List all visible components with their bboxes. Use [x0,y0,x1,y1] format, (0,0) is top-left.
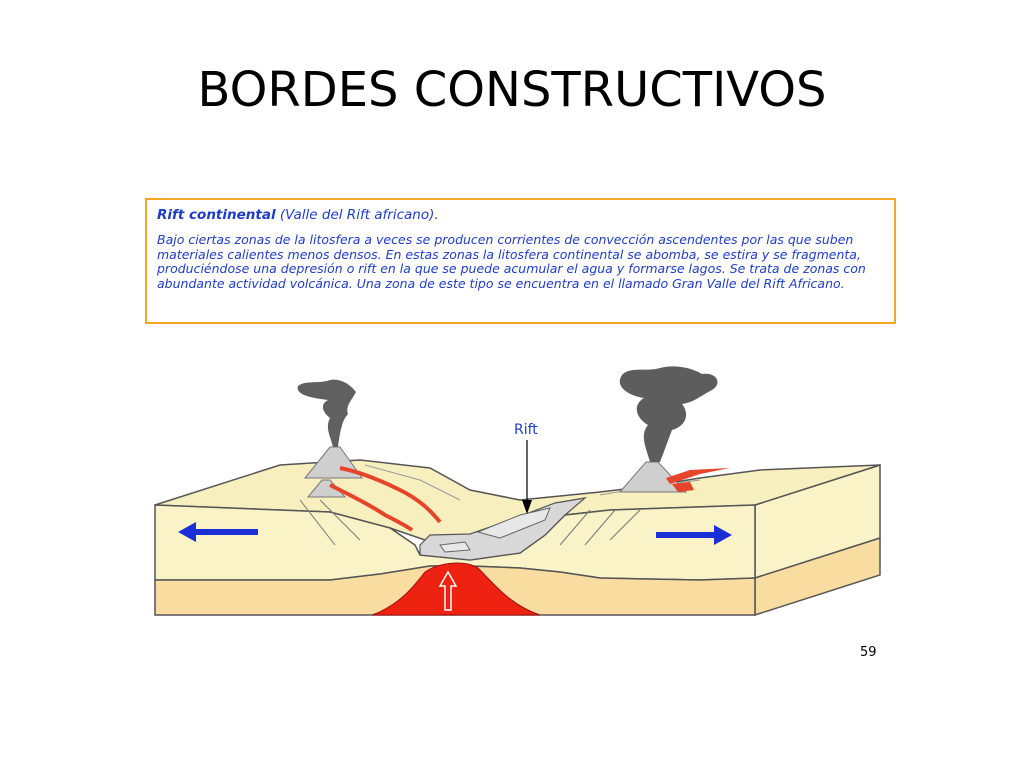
info-box: Rift continental (Valle del Rift african… [145,198,896,324]
fault-line-right-3 [609,509,641,541]
info-body: Bajo ciertas zonas de la litosfera a vec… [157,232,866,291]
fault-line-right-2 [584,509,616,546]
lava-stream-left-1 [339,466,442,524]
fault-line-left-1 [299,499,336,546]
info-heading-rest: (Valle del Rift africano). [275,207,439,223]
smoke-left [297,379,356,447]
surface-crack-left [364,464,461,501]
fault-line-right-1 [559,509,591,546]
volcano-left-small [306,479,347,498]
info-heading: Rift continental (Valle del Rift african… [157,207,884,223]
page-number: 59 [860,645,877,660]
magma-up-arrow [438,570,458,611]
arrow-left-blue [178,522,258,542]
rift-label: Rift [514,422,538,438]
arrow-right-blue [656,525,732,545]
rift-lake-small [439,541,471,553]
info-heading-bold: Rift continental [157,207,276,223]
lava-stream-right-2 [672,482,694,492]
fault-line-left-2 [319,499,361,541]
rift-pointer-head [522,500,532,514]
magma-plume [371,562,541,616]
rift-lake [476,507,551,539]
slide-title: BORDES CONSTRUCTIVOS [197,62,827,118]
smoke-right [619,366,718,462]
lava-stream-right-1 [666,468,730,484]
lava-stream-left-2 [329,483,414,532]
